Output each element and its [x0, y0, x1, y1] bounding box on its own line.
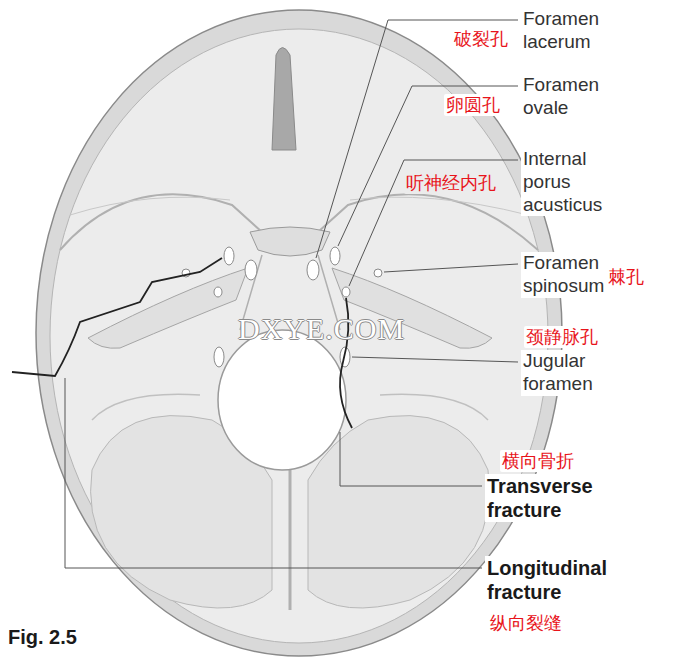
- part-label: Transverse fracture: [485, 474, 613, 522]
- translation-label: 棘孔: [606, 266, 646, 288]
- longitudinal-fracture-line: [12, 258, 222, 376]
- petrous-bone: [88, 268, 248, 348]
- part-label: Longitudinal fracture: [485, 556, 617, 604]
- translation-label: 卵圆孔: [444, 94, 502, 116]
- translation-label: 颈静脉孔: [524, 326, 600, 348]
- figure-caption: Fig. 2.5: [8, 626, 77, 649]
- part-label: Jugular foramen: [521, 350, 633, 396]
- translation-label: 破裂孔: [452, 28, 510, 50]
- cranial-cavity: [50, 29, 548, 643]
- part-label: Foramen ovale: [521, 74, 633, 120]
- part-label: Foramen lacerum: [521, 8, 633, 54]
- watermark: DXYE.COM: [238, 312, 405, 345]
- translation-label: 横向骨折: [500, 450, 576, 472]
- frontal-crest: [272, 48, 296, 151]
- foramen-magnum: [218, 330, 346, 470]
- translation-label: 听神经内孔: [404, 172, 498, 194]
- orbital-roof: [70, 197, 230, 215]
- orbital-roof: [350, 197, 528, 215]
- leader-lines: [65, 20, 518, 568]
- skull-outer-table: [36, 10, 562, 656]
- translation-label: 纵向裂缝: [488, 612, 564, 634]
- occipital-crest: [289, 470, 292, 610]
- cerebellar-fossa: [308, 416, 489, 608]
- part-label: Internal porus acusticus: [521, 148, 633, 216]
